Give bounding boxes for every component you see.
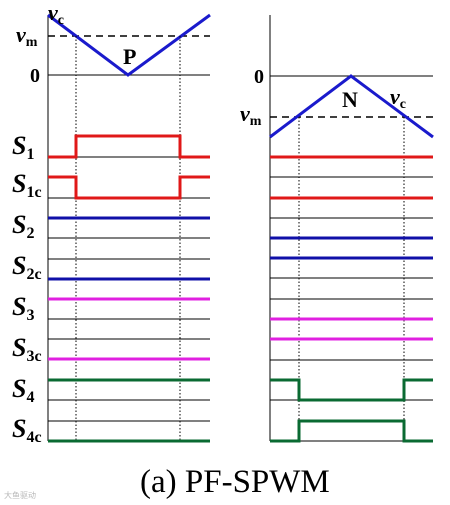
right-region-label-n: N <box>342 87 358 112</box>
label-s4: S4 <box>12 374 34 406</box>
right-signal-s4c <box>270 419 433 443</box>
figure-caption: (a) PF-SPWM <box>140 464 330 500</box>
left-zero-label: 0 <box>30 65 40 87</box>
right-zero-label: 0 <box>254 66 264 88</box>
label-s2: S2 <box>12 210 34 242</box>
left-vm-label: vm <box>16 22 38 50</box>
left-signal-s1 <box>48 134 210 159</box>
label-s3: S3 <box>12 292 34 324</box>
label-s1: S1 <box>12 131 34 163</box>
right-signals <box>270 155 433 443</box>
right-carrier-panel: 0 N vc vm <box>240 15 434 441</box>
left-signal-labels: S1 S1c S2 S2c S3 S3c S4 S4c <box>12 131 42 446</box>
label-s4c: S4c <box>12 414 42 446</box>
left-carrier-wave <box>47 13 211 77</box>
right-carrier-wave <box>269 74 434 139</box>
label-s2c: S2c <box>12 251 42 283</box>
right-vc-label: vc <box>390 84 406 112</box>
right-vm-label: vm <box>240 101 262 129</box>
left-carrier-panel: vc vm 0 P <box>16 0 211 441</box>
left-signal-s1c <box>48 175 210 200</box>
left-vc-label: vc <box>48 0 64 28</box>
label-s1c: S1c <box>12 169 42 201</box>
label-s3c: S3c <box>12 333 42 365</box>
left-region-label-p: P <box>123 44 136 69</box>
right-signal-s4 <box>270 378 433 402</box>
left-signals <box>48 134 210 443</box>
watermark: 大鱼驱动 <box>4 490 36 500</box>
